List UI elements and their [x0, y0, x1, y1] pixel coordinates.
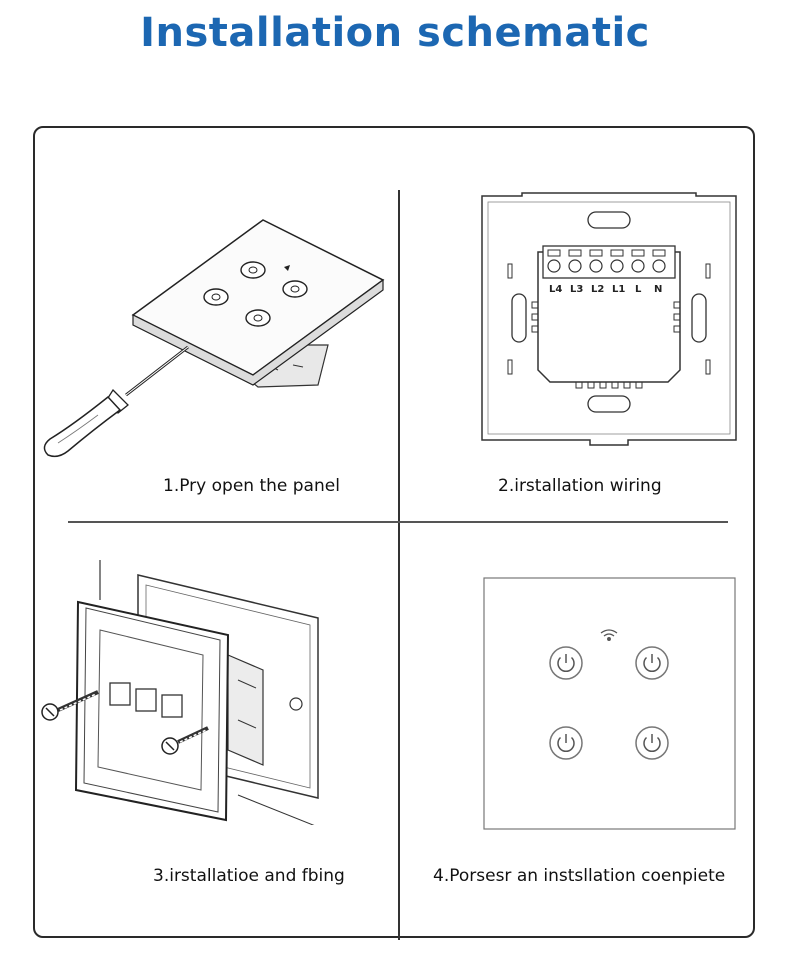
power-icon [203, 288, 229, 306]
page-title: Installation schematic [140, 10, 650, 56]
terminal-label: L2 [591, 284, 604, 295]
terminal-label: N [654, 284, 662, 295]
vertical-divider [398, 190, 400, 940]
step-1-illustration [38, 215, 388, 460]
power-icon [635, 646, 669, 680]
step-4-caption: 4.Porsesr an instsllation coenpiete [433, 866, 726, 886]
step-2-illustration: L4 L3 L2 L1 L N [478, 190, 740, 455]
power-icon [635, 726, 669, 760]
step-3-caption: 3.irstallatioe and fbing [153, 866, 345, 886]
step-4-illustration [483, 577, 736, 830]
wifi-icon [600, 629, 618, 641]
terminal-label: L1 [612, 284, 625, 295]
power-icon [245, 309, 271, 327]
step-2-caption: 2.irstallation wiring [498, 476, 662, 496]
power-icon [549, 726, 583, 760]
power-icon [240, 261, 266, 279]
power-icon [549, 646, 583, 680]
terminal-label: L4 [549, 284, 562, 295]
horizontal-divider [68, 521, 728, 523]
terminal-label: L3 [570, 284, 583, 295]
schematic-frame [33, 126, 755, 938]
terminal-label: L [635, 284, 642, 295]
step-1-caption: 1.Pry open the panel [163, 476, 340, 496]
wifi-icon [284, 265, 290, 271]
power-icon [282, 280, 308, 298]
step-3-illustration [38, 560, 338, 825]
